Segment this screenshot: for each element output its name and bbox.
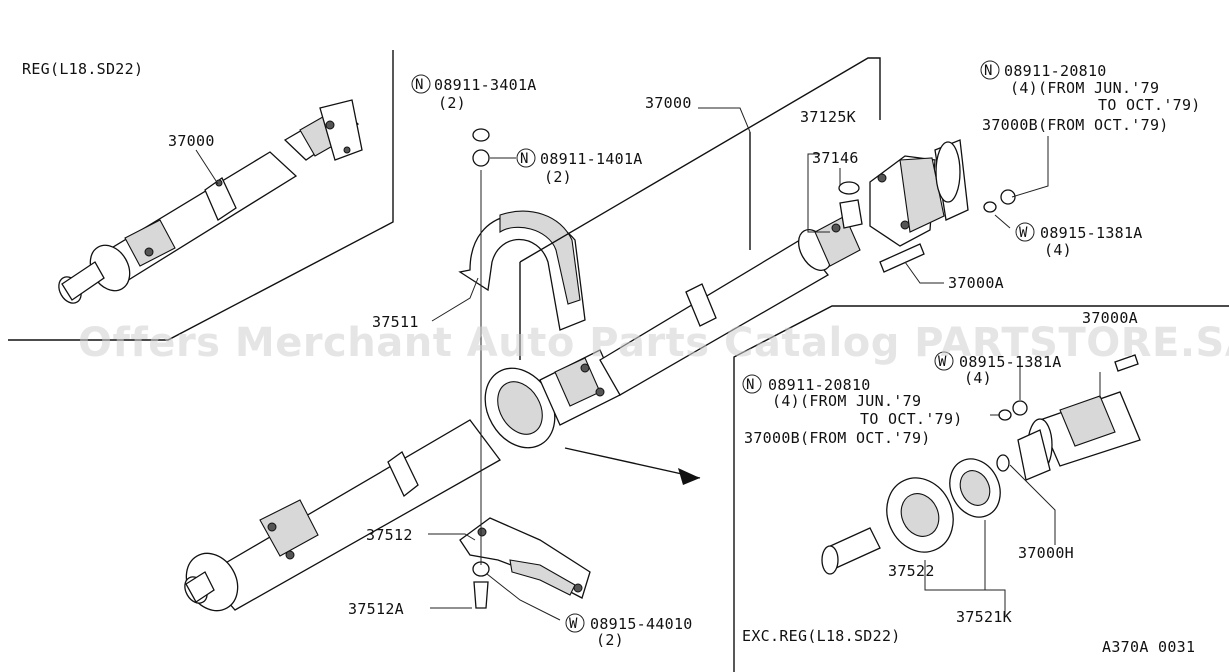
label-37125k: 37125K — [800, 108, 856, 126]
diagram-code: A370A 0031 — [1102, 638, 1195, 656]
washer-icon: W — [569, 616, 578, 632]
exc-reg-inset — [733, 305, 1229, 672]
label-nut-20810: 08911-20810 — [1004, 62, 1107, 80]
label-washer-44010-qty: (2) — [596, 631, 624, 649]
nut-icon: N — [984, 63, 992, 79]
hardware — [472, 128, 1016, 609]
label-37146: 37146 — [812, 149, 859, 167]
nut-icon: N — [746, 377, 754, 393]
label-inset-washer-qty: (4) — [964, 369, 992, 387]
label-37511: 37511 — [372, 313, 419, 331]
label-shaft-b: 37000B(FROM OCT.'79) — [982, 116, 1169, 134]
main-propeller-shaft[interactable] — [176, 215, 861, 620]
label-nut-1401: 08911-1401A — [540, 150, 643, 168]
label-37512: 37512 — [366, 526, 413, 544]
front-flange-yoke[interactable] — [869, 139, 969, 247]
label-37000h: 37000H — [1018, 544, 1074, 562]
reg-shaft-label: 37000 — [168, 132, 215, 150]
center-bearing-bracket[interactable] — [458, 210, 586, 331]
leader-lines — [428, 57, 1049, 621]
nut-icon: N — [520, 151, 528, 167]
label-inset-nut-note: (4)(FROM JUN.'79 — [772, 392, 921, 410]
label-washer-1381: 08915-1381A — [1040, 224, 1143, 242]
label-main-shaft: 37000 — [645, 94, 692, 112]
lower-support-bracket[interactable] — [459, 517, 591, 599]
label-inset-shaft-b: 37000B(FROM OCT.'79) — [744, 429, 931, 447]
label-inset-washer: 08915-1381A — [959, 353, 1062, 371]
label-washer-1381-qty: (4) — [1044, 241, 1072, 259]
reg-inset-border — [8, 50, 394, 341]
reg-section-label: REG(L18.SD22) — [22, 60, 143, 78]
label-inset-nut: 08911-20810 — [768, 376, 871, 394]
washer-icon: W — [938, 354, 947, 370]
label-37521k: 37521K — [956, 608, 1012, 626]
exc-section-label: EXC.REG(L18.SD22) — [742, 627, 901, 645]
label-nut-20810-note: (4)(FROM JUN.'79 — [1010, 79, 1159, 97]
washer-icon: W — [1019, 225, 1028, 241]
reg-propeller-shaft[interactable] — [54, 99, 363, 307]
label-washer-44010: 08915-44010 — [590, 615, 693, 633]
nut-icon: N — [415, 77, 423, 93]
label-inset-nut-note2: TO OCT.'79) — [860, 410, 963, 428]
label-nut-1401-qty: (2) — [544, 168, 572, 186]
label-nut-20810-note2: TO OCT.'79) — [1098, 96, 1201, 114]
label-37522: 37522 — [888, 562, 935, 580]
label-inset-37000a: 37000A — [1082, 309, 1138, 327]
label-nut-3401: 08911-3401A — [434, 76, 537, 94]
label-37000a: 37000A — [948, 274, 1004, 292]
watermark: Offers Merchant Auto Parts Catalog PARTS… — [78, 320, 1229, 366]
reg-inset: REG(L18.SD22) 37000 — [8, 50, 394, 341]
label-37512a: 37512A — [348, 600, 404, 618]
label-nut-3401-qty: (2) — [438, 94, 466, 112]
